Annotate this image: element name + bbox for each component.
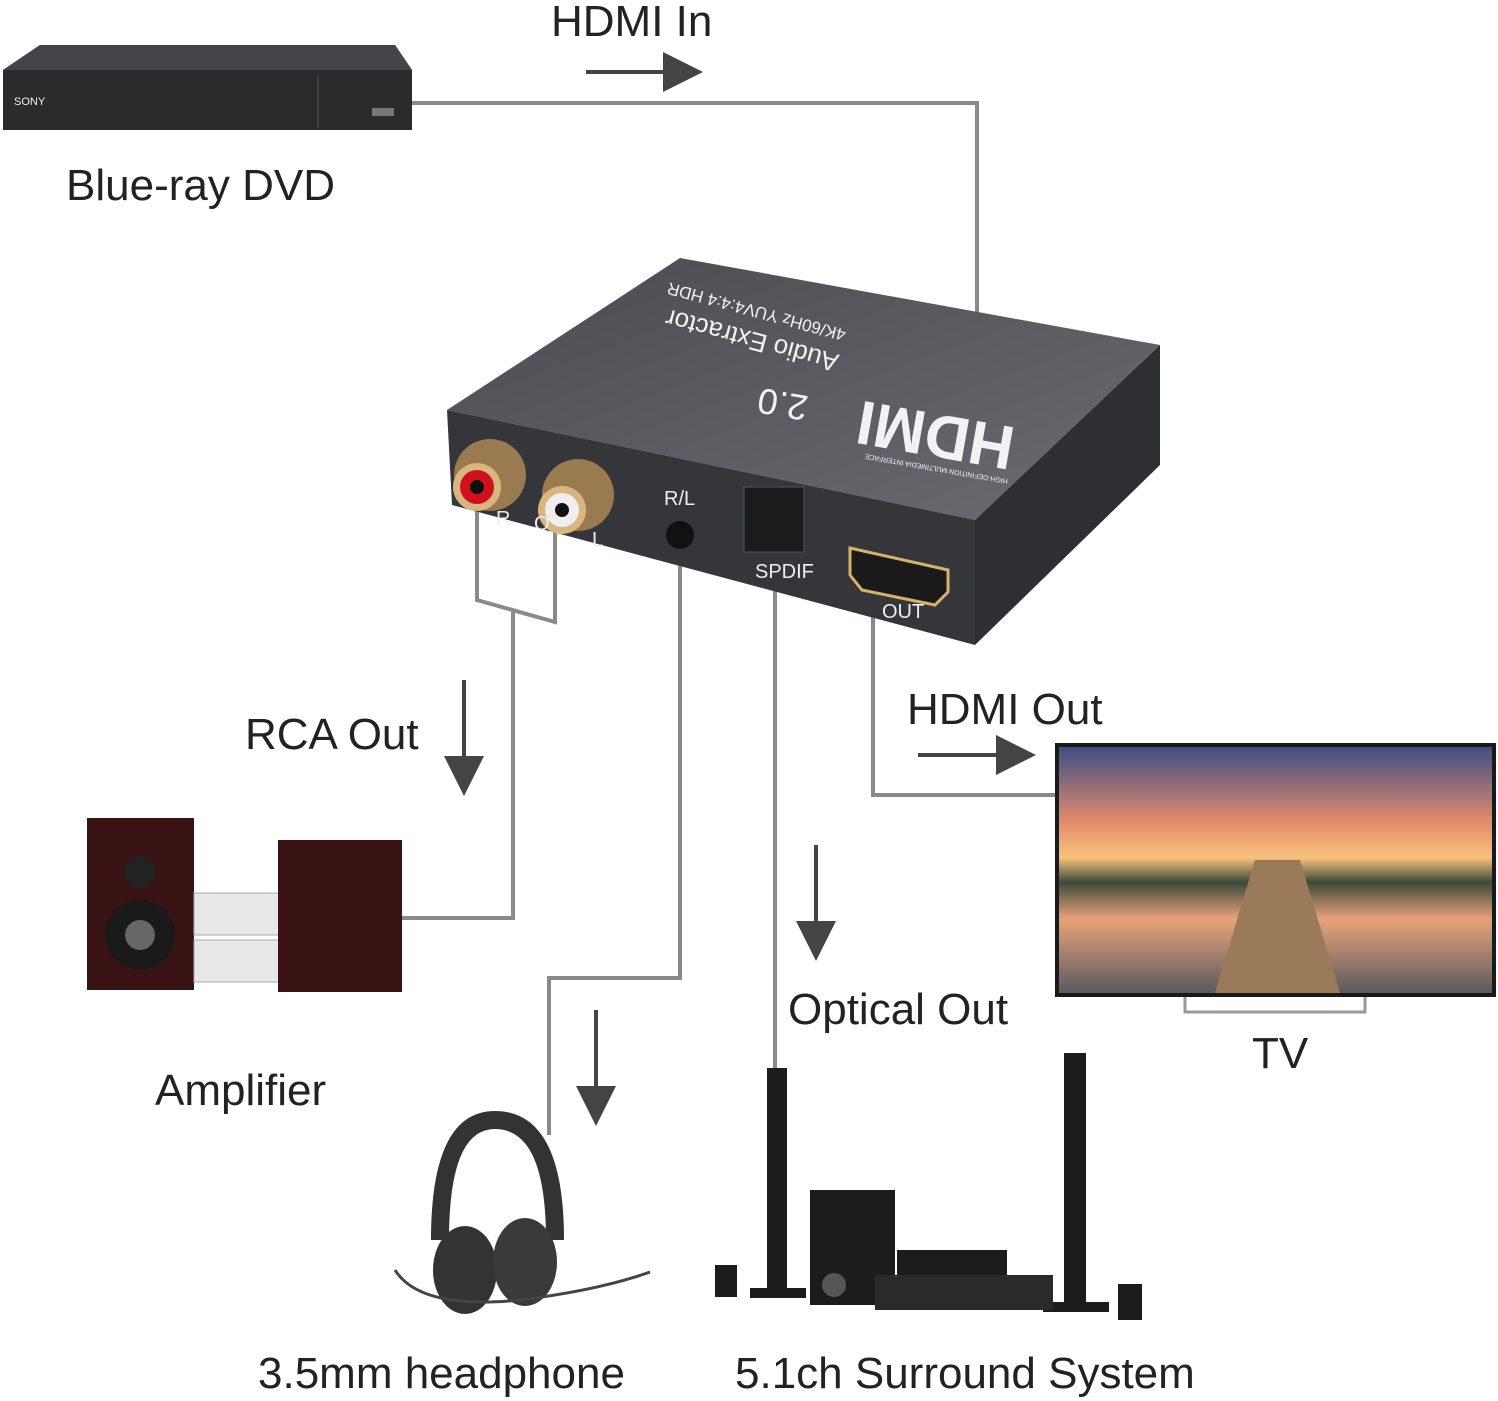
headphone-jack-port: [666, 521, 694, 549]
rca-mark: O: [534, 513, 550, 535]
spdif-label: SPDIF: [755, 561, 814, 583]
rca-r-label: R: [496, 508, 510, 530]
spdif-port: [743, 486, 805, 553]
headphone-cable: [547, 540, 682, 1135]
tv: [1055, 743, 1496, 1014]
rca-l-label: L: [592, 529, 603, 551]
hdmi-out-port-label: OUT: [882, 601, 924, 623]
hdmi-out-cable: [871, 590, 1055, 797]
jack-label: R/L: [664, 488, 695, 510]
rca-cable: [402, 612, 515, 920]
hdmi-out-label: HDMI Out: [907, 685, 1103, 734]
rca-left-port: [538, 459, 614, 534]
cables: [402, 101, 1055, 1135]
surround-label: 5.1ch Surround System: [735, 1349, 1195, 1398]
source-label: Blue-ray DVD: [66, 161, 335, 210]
rca-cable-split: [475, 490, 557, 625]
hdmi-out-port: [848, 546, 950, 607]
headphone-label: 3.5mm headphone: [258, 1349, 625, 1398]
optical-out-label: Optical Out: [788, 985, 1008, 1034]
hdmi-version: 2.0: [754, 380, 810, 429]
surround-system: [715, 1053, 1142, 1320]
amplifier-label: Amplifier: [155, 1066, 326, 1115]
dvd-brand: SONY: [14, 96, 46, 108]
headphone: [393, 1110, 651, 1314]
rca-right-port: [453, 439, 526, 511]
direction-arrows: [444, 52, 1036, 1126]
bluray-dvd-player: SONY: [3, 45, 412, 130]
rca-out-label: RCA Out: [245, 710, 419, 759]
tv-pier: [1215, 860, 1340, 993]
hdmi-in-label: HDMI In: [551, 0, 712, 46]
audio-extractor-device: HDMI HIGH-DEFINITION MULTIMEDIA INTERFAC…: [447, 258, 1160, 645]
hdmi-in-cable: [412, 101, 979, 315]
usb-port-icon: [372, 108, 394, 116]
tv-label: TV: [1252, 1029, 1309, 1078]
amplifier-speakers: [87, 818, 402, 992]
